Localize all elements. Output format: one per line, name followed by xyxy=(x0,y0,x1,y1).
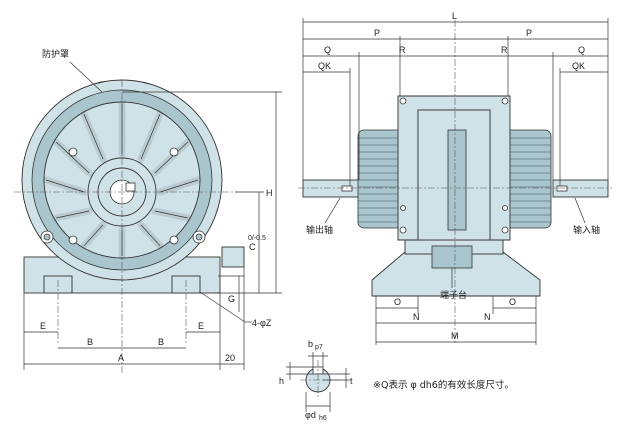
shaft-b: b xyxy=(308,339,313,349)
cooling-fins xyxy=(358,137,551,223)
shaft-d: φd xyxy=(305,410,316,420)
terminal-block xyxy=(431,245,473,269)
dim-B-left: B xyxy=(87,337,93,347)
footnote: ※Q表示 φ dh6的有效长度尺寸。 xyxy=(373,379,514,391)
dim-hole: 4-φZ xyxy=(252,318,272,328)
dim-QK-left: QK xyxy=(318,61,331,71)
dim-P-right: P xyxy=(526,28,532,38)
terminal-box xyxy=(221,246,245,268)
key-right xyxy=(556,185,568,192)
dim-O-left: O xyxy=(394,297,401,307)
input-shaft-label: 输入轴 xyxy=(573,224,600,236)
shaft-d-tol: h6 xyxy=(319,415,327,422)
output-shaft-label: 输出轴 xyxy=(306,224,333,236)
dim-20: 20 xyxy=(225,353,235,363)
front-view xyxy=(14,79,245,375)
shaft-h: h xyxy=(279,376,284,386)
dim-N-left: N xyxy=(413,312,420,322)
dim-G: G xyxy=(228,294,235,304)
frame-bolts xyxy=(399,97,509,234)
dim-R-left: R xyxy=(399,45,406,55)
bolt-heads xyxy=(40,147,206,245)
shaft-key xyxy=(125,182,136,192)
disc-section xyxy=(447,129,467,231)
dim-L: L xyxy=(452,11,457,21)
dim-H: H xyxy=(266,188,273,198)
dim-C-tol: 0/-0.5 xyxy=(248,235,266,242)
side-view xyxy=(298,20,612,345)
dim-R-right: R xyxy=(501,45,508,55)
guard-label: 防护罩 xyxy=(42,48,69,60)
shaft-t: t xyxy=(350,376,353,386)
shaft-b-tol: p7 xyxy=(315,344,323,351)
dim-C: C xyxy=(249,242,256,252)
front-dimensions: H C 0/-0.5 G E E B B A 20 4-φZ xyxy=(23,91,282,370)
output-shaft-leader xyxy=(324,197,341,224)
dim-A: A xyxy=(118,353,124,363)
dim-QK-right: QK xyxy=(572,61,585,71)
dim-B-right: B xyxy=(158,337,164,347)
guard-leader xyxy=(69,61,103,93)
shaft-detail: b p7 h t φd h6 xyxy=(279,339,353,422)
input-shaft-leader xyxy=(574,197,586,224)
dim-Q-left: Q xyxy=(324,45,331,55)
dim-E-left: E xyxy=(40,321,46,331)
key-left xyxy=(341,185,353,192)
dim-O-right: O xyxy=(509,297,516,307)
dim-M: M xyxy=(451,331,459,341)
dim-N-right: N xyxy=(484,312,491,322)
input-shaft xyxy=(552,179,609,198)
dim-E-right: E xyxy=(198,321,204,331)
dim-Q-right: Q xyxy=(578,45,585,55)
terminal-label: 端子台 xyxy=(440,289,467,301)
dim-P-left: P xyxy=(374,28,380,38)
side-dimensions: L P P Q Q R R QK QK O O N N M xyxy=(302,11,609,345)
